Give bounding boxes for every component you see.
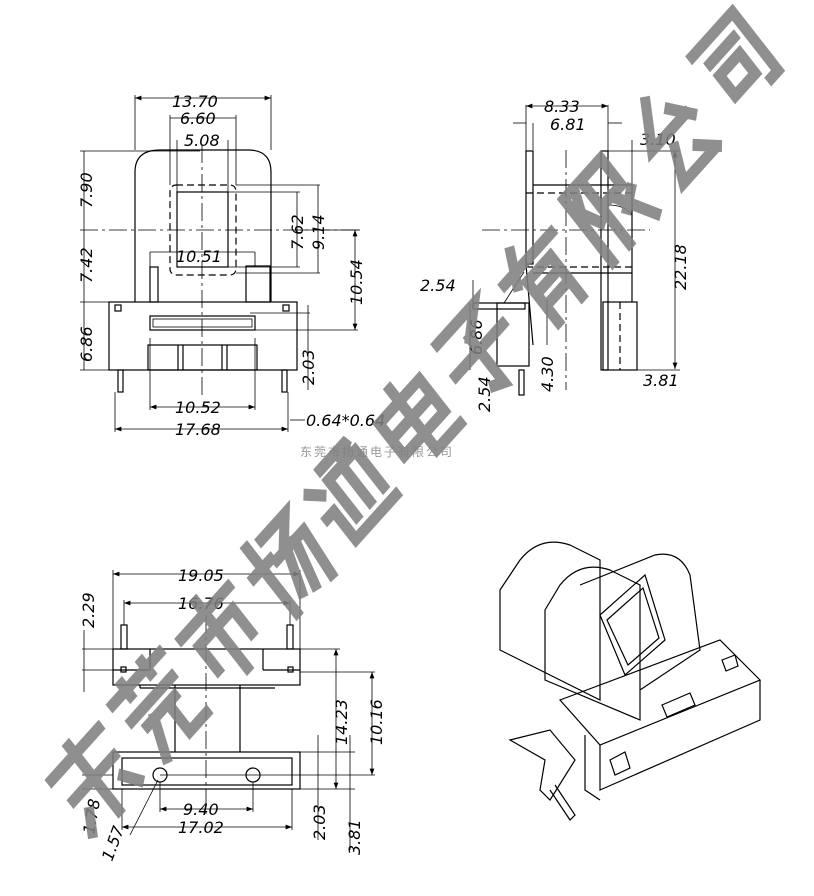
dim-label: 9.40 — [183, 800, 219, 819]
watermark-glyph — [105, 644, 214, 766]
dim-label: 6.60 — [180, 109, 216, 128]
watermark-image — [44, 3, 786, 840]
dim-label: 4.30 — [538, 356, 557, 392]
dim-label: 19.05 — [178, 566, 224, 585]
watermark-glyph — [303, 435, 404, 548]
dim-label: 9.14 — [309, 214, 328, 250]
watermark-glyph — [239, 499, 339, 622]
front-view: 13.70 6.60 5.08 7.90 7.42 6.86 7.62 9.14… — [77, 92, 385, 439]
dim-label: 5.08 — [184, 131, 220, 150]
dim-label: 6.81 — [550, 115, 586, 134]
dim-label: 17.68 — [175, 420, 221, 439]
watermark-glyph — [497, 224, 589, 331]
dim-label: 1.57 — [98, 823, 128, 864]
dim-label: 17.02 — [178, 818, 224, 837]
watermark-glyph — [174, 578, 259, 679]
dim-label: 22.18 — [671, 244, 690, 290]
dim-label: 2.03 — [310, 804, 329, 840]
dim-label: 14.23 — [332, 699, 351, 745]
dim-label: 10.16 — [367, 699, 386, 745]
watermark-glyph — [685, 3, 786, 105]
dim-label: 7.42 — [77, 247, 96, 283]
dim-label: 10.51 — [176, 247, 222, 266]
watermark-glyph — [639, 95, 723, 195]
dim-label: 3.81 — [345, 819, 364, 855]
dim-label: 10.54 — [347, 259, 366, 305]
dim-label: 6.86 — [77, 326, 96, 362]
isometric-view — [499, 541, 762, 821]
watermark-glyph — [556, 150, 663, 271]
dim-label: 8.33 — [544, 97, 580, 116]
dim-label: 10.52 — [175, 398, 221, 417]
dim-label: 2.54 — [420, 276, 456, 295]
dim-label: 2.03 — [299, 349, 318, 385]
watermark-glyph — [372, 370, 468, 465]
dim-label: 3.81 — [643, 371, 679, 390]
watermark-glyph — [44, 719, 146, 840]
watermark-glyph — [430, 287, 514, 394]
dim-label: 7.62 — [288, 214, 307, 250]
dim-label: 2.29 — [79, 592, 98, 628]
dim-label: 0.64*0.64 — [306, 411, 385, 430]
dim-label: 13.70 — [172, 92, 218, 111]
dim-label: 7.90 — [77, 172, 96, 208]
